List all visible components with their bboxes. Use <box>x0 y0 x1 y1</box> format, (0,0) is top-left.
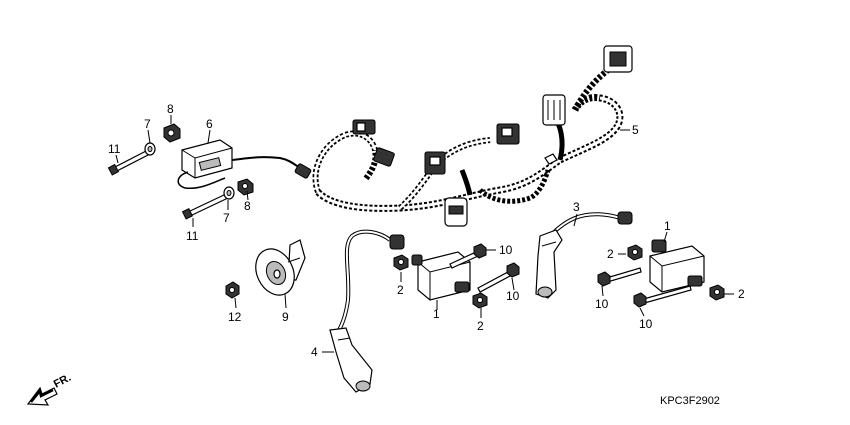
nut-coil-right-upper[interactable] <box>627 244 643 261</box>
callout-2-coil-left: 2 <box>477 319 484 333</box>
bolt-coil-left-upper[interactable] <box>449 243 487 269</box>
callout-9: 9 <box>282 310 289 324</box>
front-direction-arrow: FR. <box>26 372 73 406</box>
front-direction-label: FR. <box>52 372 73 391</box>
callout-10-coil-left-lower: 10 <box>506 289 520 303</box>
bolt-horn[interactable] <box>225 281 240 299</box>
diagram-code: KPC3F2902 <box>660 395 720 407</box>
callout-2-coil-right-lower: 2 <box>738 287 745 301</box>
callout-8-lower: 8 <box>244 199 251 213</box>
bolt-coil-right-upper[interactable] <box>597 267 642 287</box>
callout-2-plug-left: 2 <box>397 283 404 297</box>
bolt-lower[interactable] <box>181 193 229 220</box>
bolt-coil-left-lower[interactable] <box>477 262 520 293</box>
callout-7-lower: 7 <box>223 211 230 225</box>
nut-upper[interactable] <box>163 123 181 143</box>
spark-plug-wire-left[interactable] <box>329 229 405 393</box>
callout-8-upper: 8 <box>167 102 174 116</box>
washer-lower[interactable] <box>223 186 235 200</box>
callout-10-coil-right-upper: 10 <box>595 297 609 311</box>
callout-1-right: 1 <box>664 219 671 233</box>
horn[interactable] <box>249 239 306 301</box>
nut-plug-left[interactable] <box>393 254 409 271</box>
ignition-coil-right[interactable] <box>649 239 705 293</box>
washer-upper[interactable] <box>144 142 156 156</box>
leader-lines <box>115 115 734 353</box>
callout-7-upper: 7 <box>144 117 151 131</box>
callout-10-coil-left-upper: 10 <box>499 243 513 257</box>
callout-11-lower: 11 <box>186 229 199 243</box>
spark-plug-wire-right[interactable] <box>535 211 633 299</box>
callout-10-coil-right-lower: 10 <box>639 317 653 331</box>
callout-1-left: 1 <box>433 307 440 321</box>
callout-2-coil-right-upper: 2 <box>607 247 614 261</box>
callout-6: 6 <box>206 117 213 131</box>
callout-12: 12 <box>228 310 242 324</box>
nut-coil-right-lower[interactable] <box>709 284 725 301</box>
nut-lower[interactable] <box>237 178 254 196</box>
callout-11-upper: 11 <box>108 142 121 156</box>
relay-unit[interactable] <box>177 139 312 190</box>
callout-5: 5 <box>632 123 639 137</box>
wire-harness[interactable] <box>312 45 633 227</box>
bolt-coil-right-lower[interactable] <box>633 285 692 308</box>
callout-3: 3 <box>573 200 580 214</box>
nut-coil-left[interactable] <box>472 292 488 309</box>
callout-4: 4 <box>311 345 318 359</box>
